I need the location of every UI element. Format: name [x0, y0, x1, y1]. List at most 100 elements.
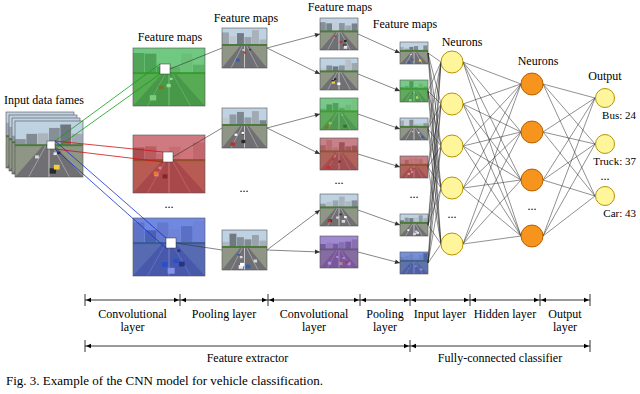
road [400, 128, 428, 140]
feature-map [400, 80, 428, 102]
vehicle [407, 229, 409, 231]
input-link [55, 141, 163, 152]
input-neuron [441, 93, 463, 115]
dense-link [463, 180, 521, 188]
vehicle [241, 140, 245, 143]
map-border [133, 48, 205, 106]
axis-tick [85, 294, 86, 306]
building [230, 234, 237, 248]
lane-line [247, 46, 258, 68]
vehicle [411, 59, 413, 61]
ellipsis: ... [234, 182, 254, 195]
input-link [55, 149, 166, 248]
ground [320, 32, 358, 50]
sky [400, 118, 428, 140]
vehicle [254, 260, 257, 263]
axis-tick [180, 294, 181, 306]
vehicle [332, 81, 335, 83]
sky [222, 230, 267, 270]
axis-tick [360, 294, 361, 306]
arrow-head [584, 298, 589, 303]
dense-link [428, 62, 441, 263]
arrow-head [395, 260, 400, 264]
color-channel [133, 48, 205, 106]
arrow-head [541, 298, 546, 303]
sky [222, 108, 267, 148]
road [222, 248, 267, 270]
arrow-head [404, 344, 409, 349]
map-border [15, 121, 83, 177]
arrow-head [315, 150, 320, 154]
arrow-head [411, 298, 416, 303]
dense-link [463, 146, 521, 180]
color-channel [133, 135, 205, 193]
arrow-head [584, 344, 589, 349]
lane-line [328, 208, 338, 226]
column-title: Neurons [434, 36, 490, 49]
lane-line [406, 52, 413, 64]
lane-line [231, 126, 242, 148]
map-border [400, 42, 428, 64]
arrow-line [267, 128, 320, 154]
arrow-head [404, 298, 409, 303]
vehicle [340, 214, 342, 216]
feature-map [400, 42, 428, 64]
neuron-circle [595, 134, 615, 154]
axis-tick [470, 294, 471, 306]
map-border [133, 218, 205, 276]
dense-link [463, 146, 521, 236]
ellipsis: ... [159, 198, 179, 211]
arrow-head [174, 298, 179, 303]
layer-label: Pooling layer [182, 308, 266, 321]
arrow-line [267, 210, 320, 250]
axis-tick [540, 294, 541, 306]
lane-line [341, 72, 351, 90]
kernel-window [47, 141, 55, 149]
lane-line [328, 32, 338, 50]
layer-label: Input layer [412, 308, 468, 321]
map-border [400, 156, 428, 178]
map-border [320, 138, 358, 170]
arrow-head [269, 298, 274, 303]
dense-link [463, 104, 521, 180]
dense-link [428, 244, 441, 263]
dense-link [543, 196, 595, 236]
lane-line [414, 52, 415, 64]
vehicle [242, 132, 244, 134]
ground [222, 248, 267, 270]
dense-link [463, 104, 521, 236]
map-border [400, 214, 428, 236]
vehicle [235, 134, 238, 136]
vehicle [334, 35, 336, 36]
ellipsis: ... [404, 188, 424, 201]
kernel-window [163, 152, 173, 162]
road [400, 52, 428, 64]
road [320, 72, 358, 90]
sky [15, 121, 83, 177]
road [320, 32, 358, 50]
layer-label: Hidden layer [472, 308, 538, 321]
lane-line [244, 126, 245, 148]
arrow-head [315, 70, 320, 74]
lane-line [406, 128, 413, 140]
ground [222, 126, 267, 148]
layer-label: Output layer [542, 308, 588, 334]
class-count: Bus: 24 [602, 109, 636, 122]
output-neuron: Truck: 37 [578, 134, 636, 168]
dense-link [543, 98, 595, 236]
layer-label: Convolutional layer [270, 308, 358, 334]
dense-link [543, 144, 595, 180]
color-channel [320, 98, 358, 130]
feature-map [400, 118, 428, 140]
map-link [173, 128, 222, 157]
map-border [320, 194, 358, 226]
color-channel [400, 80, 428, 102]
ellipsis: ... [595, 170, 615, 183]
color-channel [133, 218, 205, 276]
dense-link [463, 62, 521, 180]
vehicle [240, 256, 243, 258]
axis-tick [590, 340, 591, 352]
arrow-head [471, 298, 476, 303]
map-border [320, 18, 358, 50]
arrow-line [267, 114, 320, 128]
